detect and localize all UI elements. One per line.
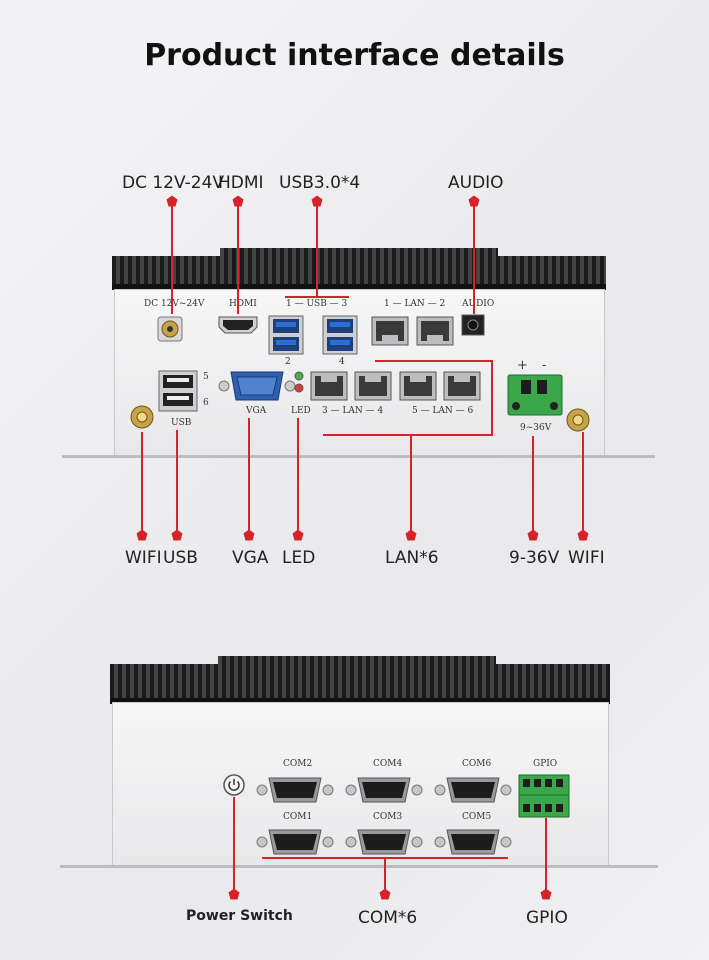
label-gpio: GPIO <box>526 908 568 928</box>
label-wifi-left: WIFI <box>125 548 162 568</box>
label-power: 9-36V <box>509 548 560 568</box>
usb3-port-3-4 <box>322 315 358 355</box>
silk-com6: COM6 <box>462 759 492 769</box>
usb3-port-1-2 <box>268 315 304 355</box>
pin-usb <box>171 529 183 541</box>
label-lan: LAN*6 <box>385 548 439 568</box>
silk-com1: COM1 <box>283 812 313 822</box>
com-port-2 <box>256 777 334 803</box>
pin-power-switch <box>228 888 240 900</box>
label-hdmi: HDMI <box>218 173 264 193</box>
lan-port-3 <box>310 371 348 401</box>
silk-vga: VGA <box>246 406 267 416</box>
line-gpio <box>545 818 547 889</box>
usb2-port-5-6 <box>158 370 198 412</box>
line-hdmi <box>237 206 239 314</box>
label-led: LED <box>282 548 316 568</box>
line-lan-bottom <box>323 434 493 436</box>
line-usb3 <box>316 206 318 296</box>
back-heatsink <box>110 656 610 704</box>
silk-plus: + <box>517 358 528 373</box>
line-vga <box>248 418 250 530</box>
back-shelf <box>60 865 658 868</box>
silk-com5: COM5 <box>462 812 492 822</box>
line-lan-top <box>375 360 493 362</box>
line-usb3-horizontal <box>285 296 349 298</box>
dc-jack <box>157 316 183 342</box>
silk-usb-4: 4 <box>339 357 345 367</box>
silk-dc: DC 12V~24V <box>144 299 205 309</box>
power-button[interactable] <box>222 773 246 797</box>
silk-usb-5: 5 <box>203 372 209 382</box>
com-port-6 <box>434 777 512 803</box>
wifi-antenna-left <box>130 405 154 429</box>
label-vga: VGA <box>232 548 269 568</box>
silk-hdmi: HDMI <box>229 299 257 309</box>
label-dc: DC 12V-24V <box>122 173 225 193</box>
silk-gpio: GPIO <box>533 759 558 769</box>
line-power <box>532 436 534 530</box>
line-usb <box>176 430 178 530</box>
label-com: COM*6 <box>358 908 418 928</box>
front-heatsink <box>112 248 606 290</box>
lan-port-1 <box>371 316 409 346</box>
silk-usb-top: 1 — USB — 3 <box>286 299 348 309</box>
pin-gpio <box>540 888 552 900</box>
line-com <box>384 857 386 889</box>
line-wifi-left <box>141 432 143 530</box>
silk-com2: COM2 <box>283 759 313 769</box>
pin-vga <box>243 529 255 541</box>
silk-lan-top: 1 — LAN — 2 <box>384 299 446 309</box>
label-wifi-right: WIFI <box>568 548 605 568</box>
led-indicators <box>294 371 304 393</box>
front-shelf <box>62 455 655 458</box>
lan-port-4 <box>354 371 392 401</box>
pin-power <box>527 529 539 541</box>
power-terminal <box>507 374 563 416</box>
vga-port <box>218 371 296 401</box>
pin-wifi-left <box>136 529 148 541</box>
line-power-switch <box>233 797 235 889</box>
label-usb3: USB3.0*4 <box>279 173 361 193</box>
pin-lan <box>405 529 417 541</box>
pin-com <box>379 888 391 900</box>
line-wifi-right <box>582 432 584 530</box>
silk-audio: AUDIO <box>462 299 495 309</box>
hdmi-port <box>218 316 258 334</box>
audio-jack <box>461 314 485 336</box>
line-audio <box>473 206 475 314</box>
silk-com4: COM4 <box>373 759 403 769</box>
lan-port-2 <box>416 316 454 346</box>
label-audio: AUDIO <box>448 173 504 193</box>
silk-minus: - <box>542 358 547 373</box>
line-led <box>297 418 299 530</box>
line-lan <box>410 434 412 530</box>
wifi-antenna-right <box>566 408 590 432</box>
line-lan-right <box>491 360 493 436</box>
pin-led <box>292 529 304 541</box>
lan-port-5 <box>399 371 437 401</box>
gpio-terminal <box>518 774 570 818</box>
page-title: Product interface details <box>144 38 565 73</box>
silk-lan-56: 5 — LAN — 6 <box>412 406 474 416</box>
label-usb: USB <box>163 548 198 568</box>
com-port-5 <box>434 829 512 855</box>
com-port-4 <box>345 777 423 803</box>
silk-led: LED <box>291 406 311 416</box>
silk-usb: USB <box>171 418 192 428</box>
silk-com3: COM3 <box>373 812 403 822</box>
lan-port-6 <box>443 371 481 401</box>
silk-lan-34: 3 — LAN — 4 <box>322 406 384 416</box>
silk-usb-2: 2 <box>285 357 291 367</box>
line-dc <box>171 206 173 314</box>
com-port-3 <box>345 829 423 855</box>
silk-power: 9~36V <box>520 423 552 433</box>
silk-usb-6: 6 <box>203 398 209 408</box>
label-power-switch: Power Switch <box>186 908 293 924</box>
com-port-1 <box>256 829 334 855</box>
pin-wifi-right <box>577 529 589 541</box>
